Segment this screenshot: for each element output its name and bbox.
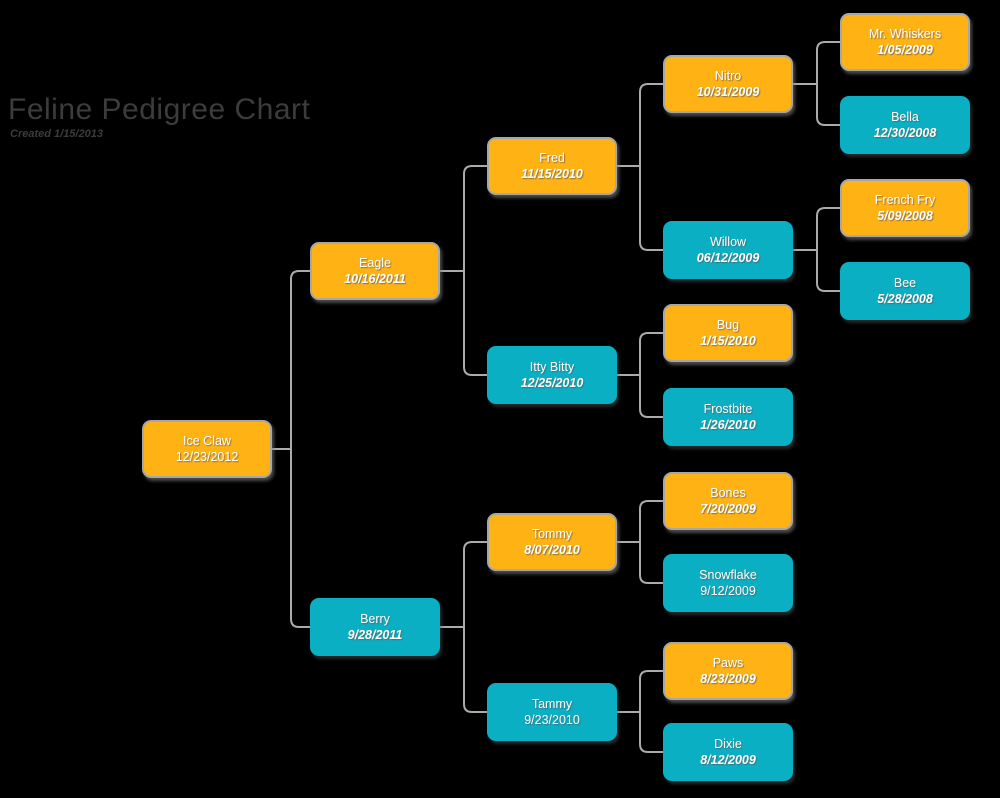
pedigree-node-nitro: Nitro 10/31/2009 xyxy=(663,55,793,113)
cat-birthdate: 5/09/2008 xyxy=(877,209,933,223)
cat-name: Tammy xyxy=(531,697,573,711)
cat-birthdate: 5/28/2008 xyxy=(877,292,933,306)
cat-birthdate: 11/15/2010 xyxy=(521,167,583,181)
pedigree-node-dixie: Dixie 8/12/2009 xyxy=(663,723,793,781)
pedigree-node-tommy: Tommy 8/07/2010 xyxy=(487,513,617,571)
cat-name: Fred xyxy=(539,151,565,165)
pedigree-node-frostbite: Frostbite 1/26/2010 xyxy=(663,388,793,446)
chart-created-date: Created 1/15/2013 xyxy=(10,128,103,140)
cat-name: Bones xyxy=(710,486,746,500)
cat-birthdate: 1/26/2010 xyxy=(700,418,756,432)
pedigree-node-mr-whiskers: Mr. Whiskers 1/05/2009 xyxy=(840,13,970,71)
cat-name: Berry xyxy=(360,612,390,626)
cat-name: Tommy xyxy=(531,527,573,541)
cat-name: Bug xyxy=(716,318,740,332)
cat-name: Bella xyxy=(891,110,919,124)
pedigree-node-itty-bitty: Itty Bitty 12/25/2010 xyxy=(487,346,617,404)
cat-name: Dixie xyxy=(714,737,742,751)
cat-birthdate: 06/12/2009 xyxy=(696,251,760,265)
pedigree-node-fred: Fred 11/15/2010 xyxy=(487,137,617,195)
cat-name: Ice Claw xyxy=(183,434,231,448)
cat-birthdate: 8/23/2009 xyxy=(700,672,756,686)
cat-name: Mr. Whiskers xyxy=(868,27,942,41)
cat-birthdate: 8/12/2009 xyxy=(700,753,756,767)
cat-birthdate: 9/28/2011 xyxy=(347,628,403,642)
cat-birthdate: 10/16/2011 xyxy=(344,272,406,286)
cat-birthdate: 9/12/2009 xyxy=(700,584,756,598)
cat-name: Willow xyxy=(709,235,747,249)
pedigree-node-bones: Bones 7/20/2009 xyxy=(663,472,793,530)
cat-birthdate: 1/15/2010 xyxy=(700,334,756,348)
cat-birthdate: 12/23/2012 xyxy=(175,450,239,464)
pedigree-node-eagle: Eagle 10/16/2011 xyxy=(310,242,440,300)
cat-birthdate: 12/30/2008 xyxy=(873,126,937,140)
cat-birthdate: 1/05/2009 xyxy=(877,43,933,57)
pedigree-node-paws: Paws 8/23/2009 xyxy=(663,642,793,700)
page-title: Feline Pedigree Chart xyxy=(8,93,311,126)
pedigree-node-snowflake: Snowflake 9/12/2009 xyxy=(663,554,793,612)
pedigree-node-bella: Bella 12/30/2008 xyxy=(840,96,970,154)
pedigree-node-tammy: Tammy 9/23/2010 xyxy=(487,683,617,741)
chart-title-block: Feline Pedigree Chart Created 1/15/2013 xyxy=(8,93,310,140)
cat-birthdate: 8/07/2010 xyxy=(524,543,580,557)
pedigree-node-berry: Berry 9/28/2011 xyxy=(310,598,440,656)
cat-birthdate: 12/25/2010 xyxy=(520,376,584,390)
pedigree-node-willow: Willow 06/12/2009 xyxy=(663,221,793,279)
cat-birthdate: 7/20/2009 xyxy=(700,502,756,516)
cat-name: Eagle xyxy=(359,256,391,270)
cat-name: Itty Bitty xyxy=(529,360,575,374)
pedigree-node-bug: Bug 1/15/2010 xyxy=(663,304,793,362)
pedigree-node-french-fry: French Fry 5/09/2008 xyxy=(840,179,970,237)
cat-name: Bee xyxy=(893,276,917,290)
cat-birthdate: 9/23/2010 xyxy=(524,713,580,727)
cat-birthdate: 10/31/2009 xyxy=(696,85,760,99)
cat-name: Nitro xyxy=(714,69,742,83)
cat-name: French Fry xyxy=(874,193,936,207)
cat-name: Snowflake xyxy=(699,568,757,582)
pedigree-node-bee: Bee 5/28/2008 xyxy=(840,262,970,320)
cat-name: Paws xyxy=(712,656,744,670)
pedigree-node-ice-claw: Ice Claw 12/23/2012 xyxy=(142,420,272,478)
cat-name: Frostbite xyxy=(703,402,753,416)
